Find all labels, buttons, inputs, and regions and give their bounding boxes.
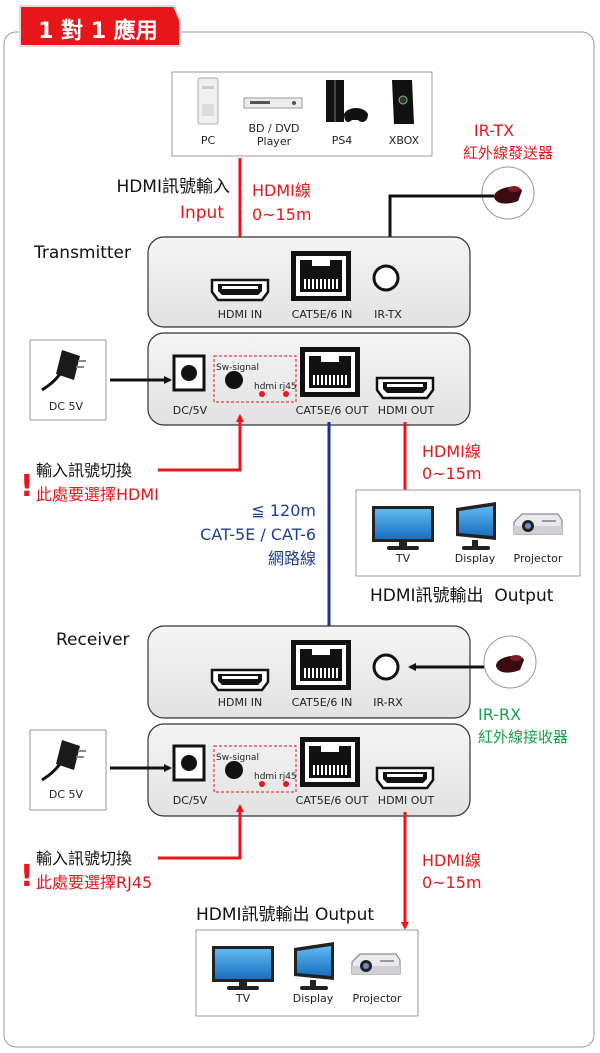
output-top-tv: TV: [395, 552, 411, 565]
rx-cat-out-port: [300, 737, 360, 787]
cable-top-label: HDMI線: [252, 181, 311, 200]
ir-rx-label: IR-RX: [478, 705, 521, 724]
transmitter-bottom-panel: Sw-signal hdmi rj45 DC/5V CAT5E/6 OUT HD…: [147, 332, 471, 426]
transmitter-title: Transmitter: [33, 243, 131, 263]
tx-dc-port: [172, 354, 206, 392]
source-label-xbox: XBOX: [389, 134, 420, 147]
xbox-icon: [392, 80, 414, 124]
tx-switch-label: Sw-signal: [216, 363, 259, 373]
rx-ir-port: [372, 653, 400, 681]
dvd-player-icon: [243, 97, 303, 109]
power-adapter-top: DC 5V: [29, 339, 107, 421]
cable-mid-label: HDMI線: [422, 442, 481, 461]
power-adapter-bottom: DC 5V: [29, 729, 107, 811]
output-bottom-tv: TV: [235, 992, 251, 1005]
output-bottom-caption: HDMI訊號輸出 Output: [196, 905, 374, 925]
exclamation-icon: !: [20, 859, 34, 894]
pc-tower-icon: [197, 77, 219, 125]
tx-hdmi-in-label: HDMI IN: [218, 308, 262, 321]
output-devices-top: TV Display Projector: [355, 489, 581, 577]
rx-dc-label: DC/5V: [173, 794, 208, 807]
input-label-en: Input: [180, 203, 224, 223]
ir-rx-label-zh: 紅外線接收器: [478, 728, 568, 746]
rx-switch-opt-rj45: rj45: [279, 772, 297, 782]
tx-hdmi-out-label: HDMI OUT: [378, 404, 435, 417]
rx-cat-in-label: CAT5E/6 IN: [292, 696, 353, 709]
rx-hdmi-in-label: HDMI IN: [218, 696, 262, 709]
tx-note-line1: 輸入訊號切換: [36, 461, 132, 480]
tx-hdmi-in-port: [210, 278, 270, 302]
rx-hdmi-out-label: HDMI OUT: [378, 794, 435, 807]
rx-switch-arrow: [158, 804, 244, 860]
transmitter-top-panel: HDMI IN CAT5E/6 IN IR-TX: [147, 236, 471, 328]
network-distance: ≦ 120m: [251, 501, 316, 520]
output-devices-bottom: TV Display Projector: [195, 929, 419, 1017]
output-top-projector: Projector: [514, 552, 563, 565]
cable-bottom-length: 0~15m: [422, 873, 482, 892]
source-label-pc: PC: [201, 134, 216, 147]
output-top-caption: HDMI訊號輸出 Output: [370, 586, 554, 606]
source-label-player: Player: [257, 135, 292, 148]
source-devices: PC BD / DVD Player PS4 XBOX: [171, 71, 433, 157]
cable-bottom-label: HDMI線: [422, 851, 481, 870]
rx-switch-label: Sw-signal: [216, 753, 259, 763]
receiver-title: Receiver: [56, 630, 130, 650]
rx-note-line1: 輸入訊號切換: [36, 849, 132, 868]
rx-cat-out-label: CAT5E/6 OUT: [296, 794, 369, 807]
input-label-zh: HDMI訊號輸入: [116, 177, 230, 197]
source-label-dvd: BD / DVD: [249, 122, 300, 135]
cable-mid-length: 0~15m: [422, 464, 482, 483]
output-top-display: Display: [455, 552, 496, 565]
rx-cat-in-port: [291, 640, 351, 690]
tx-cat-out-port: [300, 347, 360, 397]
cable-top-length: 0~15m: [252, 205, 312, 224]
tx-hdmi-out-port: [375, 376, 435, 400]
ir-transmitter-icon: [481, 166, 535, 220]
receiver-bottom-panel: Sw-signal hdmi rj45 DC/5V CAT5E/6 OUT HD…: [147, 723, 471, 817]
receiver-top-panel: HDMI IN CAT5E/6 IN IR-RX: [147, 625, 471, 719]
rx-note-line2: 此處要選擇RJ45: [36, 873, 152, 892]
output-bottom-projector: Projector: [353, 992, 402, 1005]
header-title: 1 對 1 應用: [38, 18, 158, 44]
header-tab: 1 對 1 應用: [19, 5, 181, 47]
rx-ir-label: IR-RX: [373, 696, 403, 709]
network-cable-zh: 網路線: [268, 549, 316, 568]
tx-ir-label: IR-TX: [374, 308, 402, 321]
tx-cat-in-port: [291, 251, 351, 301]
exclamation-icon: !: [20, 469, 34, 504]
tx-note-line2: 此處要選擇HDMI: [36, 485, 159, 504]
network-cable-type: CAT-5E / CAT-6: [200, 525, 316, 544]
source-label-ps4: PS4: [332, 134, 353, 147]
projector-icon: [513, 513, 563, 535]
rx-hdmi-in-port: [210, 668, 270, 692]
power-label-top: DC 5V: [49, 400, 84, 413]
tx-dc-label: DC/5V: [173, 404, 208, 417]
tx-switch-opt-rj45: rj45: [279, 382, 297, 392]
tx-switch-opt-hdmi: hdmi: [254, 382, 277, 392]
rx-switch-opt-hdmi: hdmi: [254, 772, 277, 782]
rx-hdmi-out-port: [375, 766, 435, 790]
tx-cat-in-label: CAT5E/6 IN: [292, 308, 353, 321]
power-label-bottom: DC 5V: [49, 788, 84, 801]
ir-tx-label-zh: 紅外線發送器: [463, 144, 553, 162]
output-bottom-display: Display: [293, 992, 334, 1005]
ir-receiver-icon: [483, 635, 537, 689]
ir-tx-label: IR-TX: [474, 121, 514, 140]
projector-icon: [351, 953, 401, 975]
tx-cat-out-label: CAT5E/6 OUT: [296, 404, 369, 417]
ps4-icon: [326, 80, 368, 122]
tx-switch-arrow: [158, 414, 244, 472]
tx-ir-port: [372, 264, 400, 292]
